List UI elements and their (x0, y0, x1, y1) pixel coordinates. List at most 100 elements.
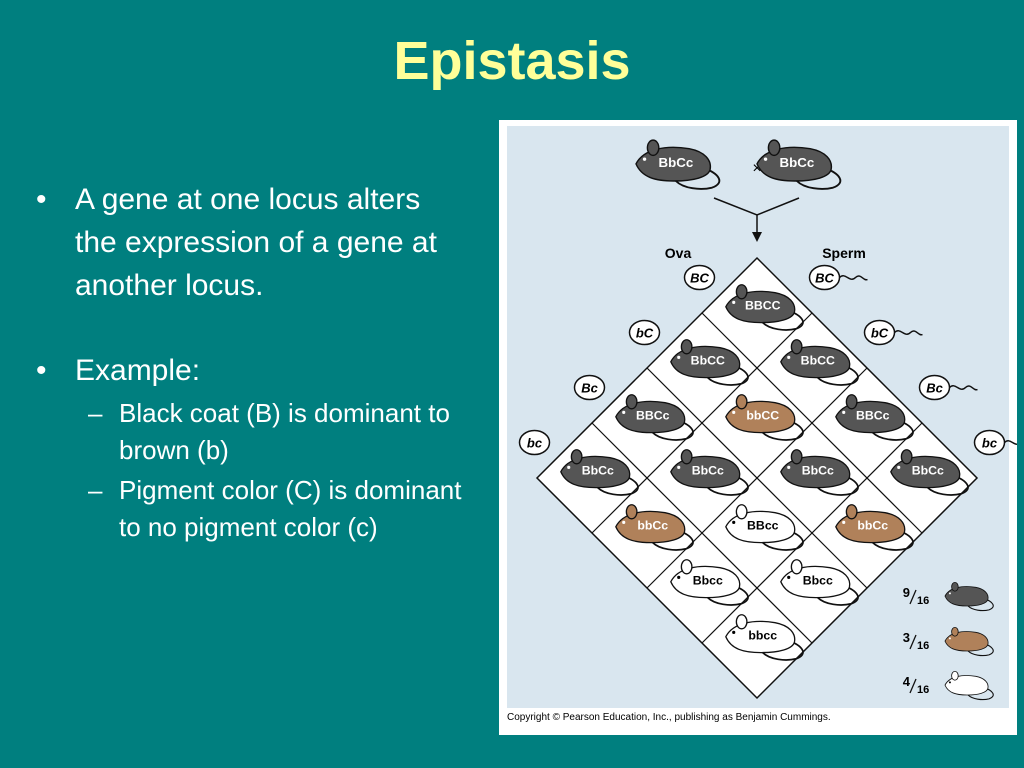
tail (674, 166, 721, 190)
slide-title: Epistasis (393, 31, 631, 91)
sperm-gamete: bC (863, 319, 923, 346)
tail (596, 474, 639, 496)
offspring-mouse: Bbcc (780, 559, 859, 606)
sperm-tail (893, 330, 923, 336)
tail (871, 529, 914, 551)
genotype-label: BBCc (636, 408, 670, 422)
mouse-eye (732, 300, 736, 304)
grid-line (701, 422, 923, 644)
genotype-label: BbCC (691, 353, 725, 367)
bullet-list: • A gene at one locus alters the express… (30, 178, 470, 546)
tail (967, 642, 994, 657)
mouse-eye (948, 681, 951, 684)
mouse-ear (646, 139, 660, 157)
tail (967, 686, 994, 701)
mouse-eye (732, 410, 736, 414)
genotype-label: bbCc (857, 518, 888, 532)
tail (761, 639, 804, 661)
mouse-ear (767, 139, 781, 157)
tail (706, 584, 749, 606)
gamete-circle (518, 429, 551, 456)
fraction-slash (909, 634, 917, 650)
sub-bullet-item: – Black coat (B) is dominant to brown (b… (30, 395, 470, 469)
mouse-eye (567, 465, 571, 469)
tail (967, 597, 994, 612)
offspring-mouse: bbCC (725, 394, 804, 441)
tail (816, 474, 859, 496)
tail (926, 474, 969, 496)
genotype-label: Bbcc (693, 573, 723, 587)
gamete-circle (628, 319, 661, 346)
ova-label: Ova (665, 245, 692, 261)
genotype-label: BbCc (802, 463, 834, 477)
mouse-eye (642, 157, 647, 161)
mouse-eye (948, 637, 951, 640)
tail (651, 419, 694, 441)
mouse-ear (735, 614, 748, 630)
legend-denominator: 16 (917, 595, 929, 607)
genotype-label: BbCc (912, 463, 944, 477)
mouse-body (944, 631, 989, 652)
legend-denominator: 16 (917, 684, 929, 696)
mouse-eye (677, 575, 681, 579)
mouse-ear (735, 504, 748, 520)
offspring-mouse: BbCc (780, 449, 859, 496)
sperm-label: Sperm (822, 245, 866, 261)
ova-gamete: bc (518, 429, 551, 456)
fraction-slash (909, 678, 917, 694)
genotype-label: BBCc (856, 408, 890, 422)
mouse-ear (951, 626, 959, 637)
bullet-text: Example: (75, 354, 201, 387)
offspring-mouse: BbCC (670, 339, 749, 386)
offspring-mouse: bbcc (725, 614, 804, 661)
grid-line (646, 367, 868, 589)
genotype-label: BbCc (659, 155, 694, 170)
legend-mouse-icon (944, 626, 994, 657)
gamete-label: bc (982, 436, 998, 451)
gamete-label: Bc (581, 381, 598, 396)
tail (761, 419, 804, 441)
tail (816, 584, 859, 606)
grid-line (591, 422, 813, 644)
gamete-label: bC (871, 326, 889, 341)
bullet-text: A gene at one locus alters the expressio… (75, 183, 437, 302)
tail (761, 309, 804, 331)
genotype-label: bbCC (746, 408, 779, 422)
mouse-ear (790, 559, 803, 575)
arrow-head (752, 232, 762, 242)
mouse-ear (951, 581, 959, 592)
sub-bullet-text: Pigment color (C) is dominant to no pigm… (119, 475, 462, 542)
gamete-circle (683, 264, 716, 291)
tail (871, 419, 914, 441)
gamete-label: bC (636, 326, 654, 341)
offspring-mouse: BbCC (780, 339, 859, 386)
tail (706, 364, 749, 386)
sperm-gamete: BC (808, 264, 868, 291)
legend-denominator: 16 (917, 640, 929, 652)
genotype-label: BbCc (692, 463, 724, 477)
mouse-ear (790, 449, 803, 465)
fraction-slash (909, 589, 917, 605)
bullet-item: • Example: – Black coat (B) is dominant … (30, 349, 470, 546)
mouse-eye (787, 575, 791, 579)
genotype-label: BbCc (582, 463, 614, 477)
ova-gamete: Bc (573, 374, 606, 401)
gamete-label: Bc (926, 381, 943, 396)
mouse-eye (897, 465, 901, 469)
mouse-ear (735, 394, 748, 410)
ova-gamete: bC (628, 319, 661, 346)
mouse-eye (677, 465, 681, 469)
offspring-mouse: BBCC (725, 284, 804, 331)
sub-bullet-text: Black coat (B) is dominant to brown (b) (119, 398, 450, 465)
mouse-eye (787, 465, 791, 469)
legend-numerator: 9 (903, 585, 910, 600)
sub-bullet-item: – Pigment color (C) is dominant to no pi… (30, 472, 470, 546)
sub-bullet-mark: – (88, 475, 103, 505)
gamete-label: bc (527, 436, 543, 451)
tail (651, 529, 694, 551)
sub-bullet-mark: – (88, 398, 103, 428)
mouse-ear (625, 394, 638, 410)
genotype-label: bbcc (748, 628, 777, 642)
